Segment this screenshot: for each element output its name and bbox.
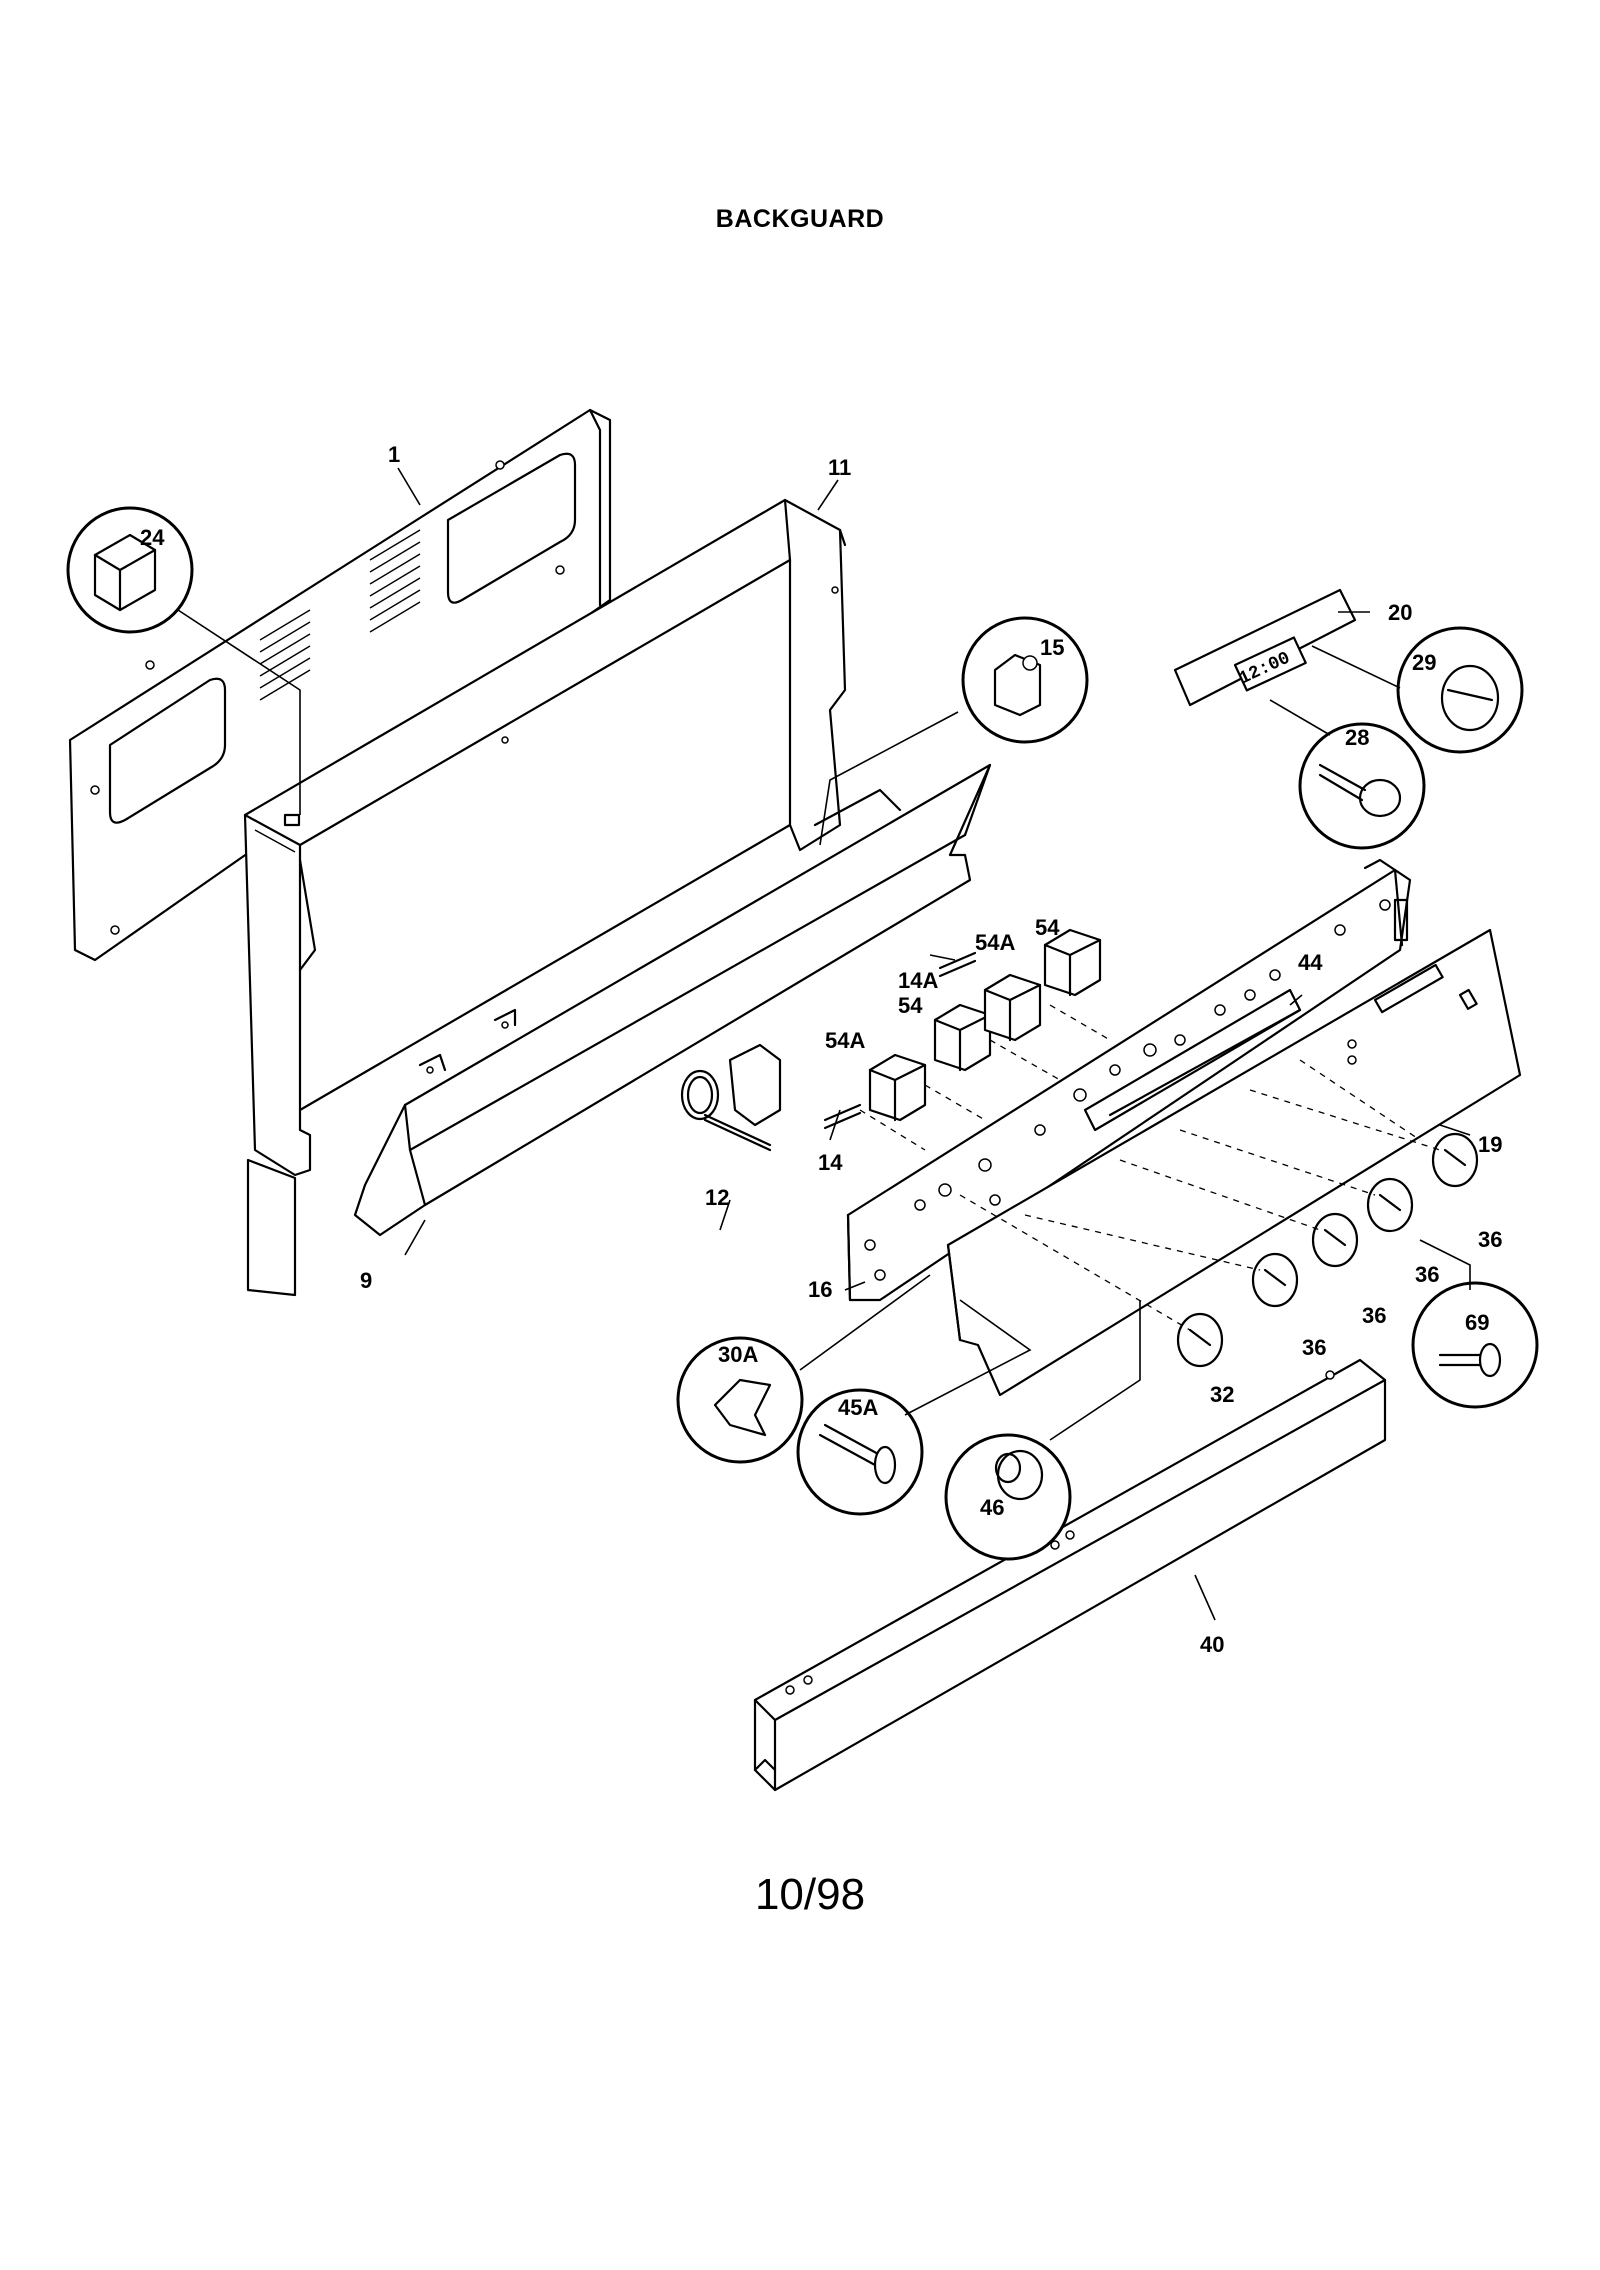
callout-30A: 30A: [718, 1342, 758, 1367]
callout-20: 20: [1388, 600, 1412, 625]
callout-labels: 1 11 24 15 20 29 28 54 54A 14A 54 54A 44…: [140, 442, 1502, 1657]
lower-trim: [753, 1358, 1387, 1792]
callout-54-a: 54: [1035, 915, 1060, 940]
control-knobs: [1176, 1132, 1479, 1368]
control-channel: [353, 763, 992, 1237]
detail-circle-45A: [796, 1388, 924, 1516]
small-screws: [823, 951, 977, 1130]
detail-circle-15: [961, 616, 1089, 744]
callout-14A: 14A: [898, 968, 938, 993]
callout-69: 69: [1465, 1310, 1489, 1335]
callout-36-b: 36: [1415, 1262, 1439, 1287]
callout-16: 16: [808, 1277, 832, 1302]
callout-54A-a: 54A: [975, 930, 1015, 955]
detail-circle-29: [1396, 626, 1524, 754]
callout-28: 28: [1345, 725, 1369, 750]
callout-9: 9: [360, 1268, 372, 1293]
callout-24: 24: [140, 525, 165, 550]
revision-date: 10/98: [754, 1870, 866, 1919]
thermostat: [680, 1043, 782, 1152]
leader-lines: [177, 467, 1471, 1621]
callout-19: 19: [1478, 1132, 1502, 1157]
callout-54A-b: 54A: [825, 1028, 865, 1053]
callout-11: 11: [828, 455, 851, 480]
callout-44: 44: [1298, 950, 1323, 975]
callout-36-c: 36: [1362, 1303, 1386, 1328]
detail-circle-28: [1298, 722, 1426, 850]
callout-12: 12: [705, 1185, 729, 1210]
callout-40: 40: [1200, 1632, 1224, 1657]
detail-circle-30A: [676, 1336, 804, 1464]
callout-36-d: 36: [1302, 1335, 1326, 1360]
callout-29: 29: [1412, 650, 1436, 675]
switch-bodies: [868, 928, 1102, 1122]
callout-46: 46: [980, 1495, 1004, 1520]
callout-36-a: 36: [1478, 1227, 1502, 1252]
rear-panel: [68, 408, 612, 962]
callout-45A: 45A: [838, 1395, 878, 1420]
callout-54-b: 54: [898, 993, 923, 1018]
callout-1: 1: [388, 442, 400, 467]
backguard-frame: [243, 498, 847, 1297]
detail-circle-69: [1411, 1281, 1539, 1409]
clock-assembly: 12:00: [1173, 588, 1357, 707]
callout-15: 15: [1040, 635, 1064, 660]
alignment-lines: [859, 1004, 1441, 1331]
detail-circle-46: [944, 1433, 1072, 1561]
diagram-title: BACKGUARD: [715, 205, 885, 233]
callout-14: 14: [818, 1150, 843, 1175]
control-panel: [946, 928, 1522, 1397]
trim-strip: [1108, 1008, 1302, 1117]
callout-32: 32: [1210, 1382, 1234, 1407]
detail-circle-24: [66, 506, 194, 634]
